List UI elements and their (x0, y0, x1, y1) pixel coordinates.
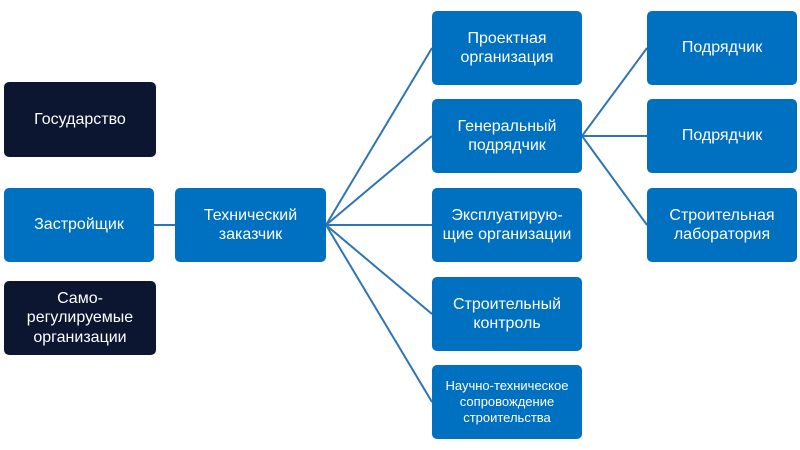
node-self-regulatory-orgs: Само- регулируемые организации (4, 281, 156, 355)
node-general-contractor: Генеральный подрядчик (432, 99, 582, 173)
node-developer: Застройщик (4, 188, 154, 262)
node-operating-organizations: Эксплуатирую- щие организации (432, 188, 582, 262)
node-construction-control: Строительный контроль (432, 277, 582, 351)
node-design-organization: Проектная организация (432, 11, 582, 85)
connector-customer-control (325, 224, 433, 315)
node-subcontractor-1: Подрядчик (647, 11, 797, 85)
node-construction-laboratory: Строительная лаборатория (647, 188, 797, 262)
connector-general-sub1 (581, 47, 648, 137)
connector-general-lab (581, 135, 648, 226)
node-state: Государство (4, 82, 156, 157)
connector-customer-design (325, 47, 433, 226)
node-technical-customer: Технический заказчик (175, 188, 326, 262)
connector-customer-science (325, 224, 433, 403)
node-scientific-support: Научно-техническое сопровождение строите… (432, 365, 582, 439)
node-subcontractor-2: Подрядчик (647, 99, 797, 173)
connector-customer-general (325, 135, 433, 226)
